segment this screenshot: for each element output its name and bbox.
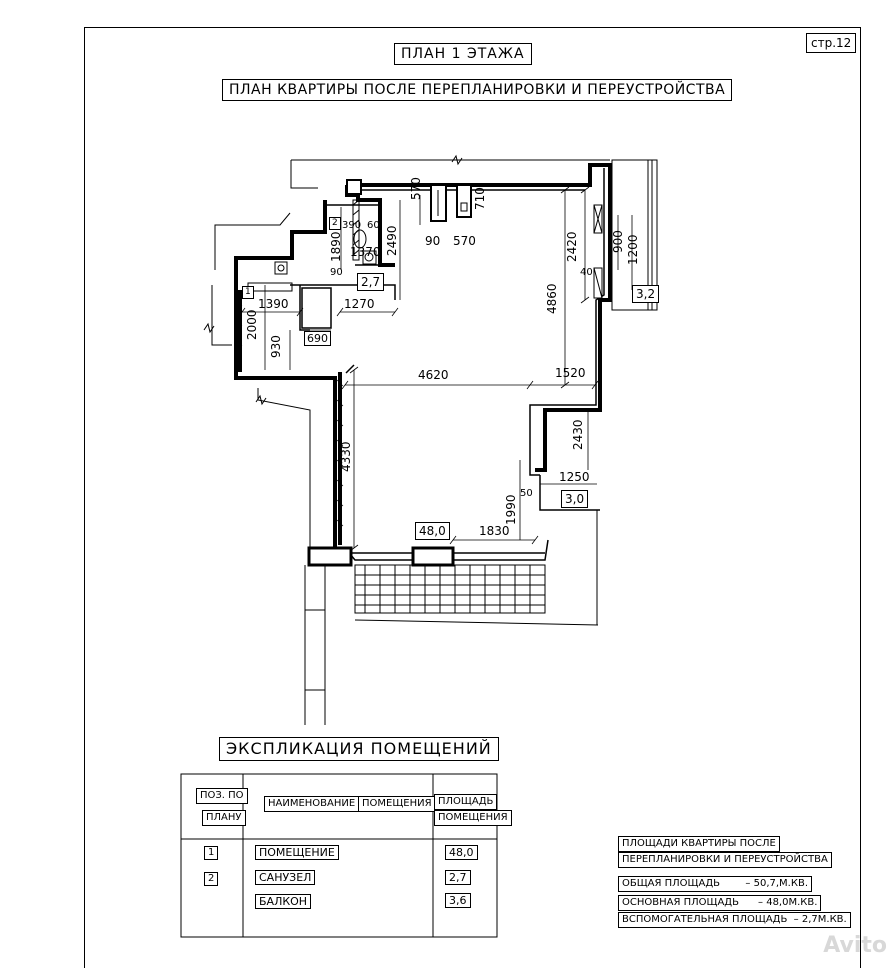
outer-wall [234,282,337,548]
area-bathroom: 2,7 [357,273,385,291]
dim-1390: 1390 [258,297,289,311]
dim-40: 40 [580,267,593,278]
dim-1830: 1830 [479,524,510,538]
break-mark [203,322,215,334]
area-niche: 3,0 [561,490,589,508]
explication-header-pos-2: ПЛАНУ [202,810,246,826]
areas-summary-total: ОБЩАЯ ПЛОЩАДЬ – 50,7,М.КВ. [618,876,812,892]
sheet-title: ПЛАН 1 ЭТАЖА [394,43,532,65]
explication-row-area: 3,6 [445,893,471,908]
explication-title: ЭКСПЛИКАЦИЯ ПОМЕЩЕНИЙ [219,737,499,761]
explication-row-pos: 2 [204,872,219,886]
outer-wall [234,200,327,282]
dim-690: 690 [304,331,331,346]
inner-wall [290,284,396,300]
niche-box [274,261,288,275]
sheet-frame [84,27,861,968]
explication-header-area-1: ПЛОЩАДЬ [434,794,498,810]
areas-summary-title-2: ПЕРЕПЛАНИРОВКИ И ПЕРЕУСТРОЙСТВА [618,852,832,868]
avito-watermark: Avito [823,933,887,958]
dim-1370: 1370 [350,245,381,259]
context-line [290,160,318,189]
explication-row-name: САНУЗЕЛ [255,870,316,885]
dim-60: 60 [367,220,380,231]
break-mark [255,394,267,406]
dim-90-bath: 90 [330,267,343,278]
window-left [307,546,353,567]
hatch [336,379,344,387]
balcony-right [611,159,658,311]
context-line [211,285,232,346]
room-number-1: 1 [242,286,254,299]
inner-wall [539,475,600,511]
areas-summary-main: ОСНОВНАЯ ПЛОЩАДЬ – 48,0М.КВ. [618,895,822,911]
dim-1270: 1270 [344,297,375,311]
vent-shaft [346,179,362,195]
sink [362,250,377,265]
dim-390: 390 [342,220,362,231]
area-balcony: 3,2 [632,285,660,303]
inner-wall [529,168,605,476]
dim-50: 50 [520,488,533,499]
context-line [214,212,291,270]
explication-header-pos-1: ПОЗ. ПО [196,788,248,804]
room-number-2: 2 [329,217,341,230]
explication-row-pos: 1 [204,846,219,860]
inner-wall [345,364,355,374]
context-line [354,619,599,626]
explication-row-area: 48,0 [445,845,478,860]
dim-1520: 1520 [555,366,586,380]
dim-4620: 4620 [418,368,449,382]
explication-header-area-2: ПОМЕЩЕНИЯ [434,810,512,826]
explication-row-name: БАЛКОН [255,894,312,909]
dim-570-bot: 570 [453,234,476,248]
explication-row-area: 2,7 [445,870,471,885]
outer-wall [347,163,612,472]
toilet [353,229,367,249]
areas-summary-title-1: ПЛОЩАДИ КВАРТИРЫ ПОСЛЕ [618,836,780,852]
dim-1250: 1250 [559,470,590,484]
explication-header-name: НАИМЕНОВАНИЕ [264,796,360,812]
kitchen-counter [301,287,332,329]
page-number: стр.12 [806,33,857,53]
areas-summary-auxiliary: ВСПОМОГАТЕЛЬНАЯ ПЛОЩАДЬ – 2,7М.КВ. [618,912,851,928]
sheet-subtitle: ПЛАН КВАРТИРЫ ПОСЛЕ ПЕРЕПЛАНИРОВКИ И ПЕР… [222,79,733,101]
break-mark [451,154,463,166]
explication-header-rooms: ПОМЕЩЕНИЯ [358,796,436,812]
dim-90-top: 90 [425,234,441,248]
explication-row-name: ПОМЕЩЕНИЕ [255,845,339,860]
balcony-bottom [354,564,546,614]
context-line [257,388,311,548]
area-main: 48,0 [415,522,450,540]
